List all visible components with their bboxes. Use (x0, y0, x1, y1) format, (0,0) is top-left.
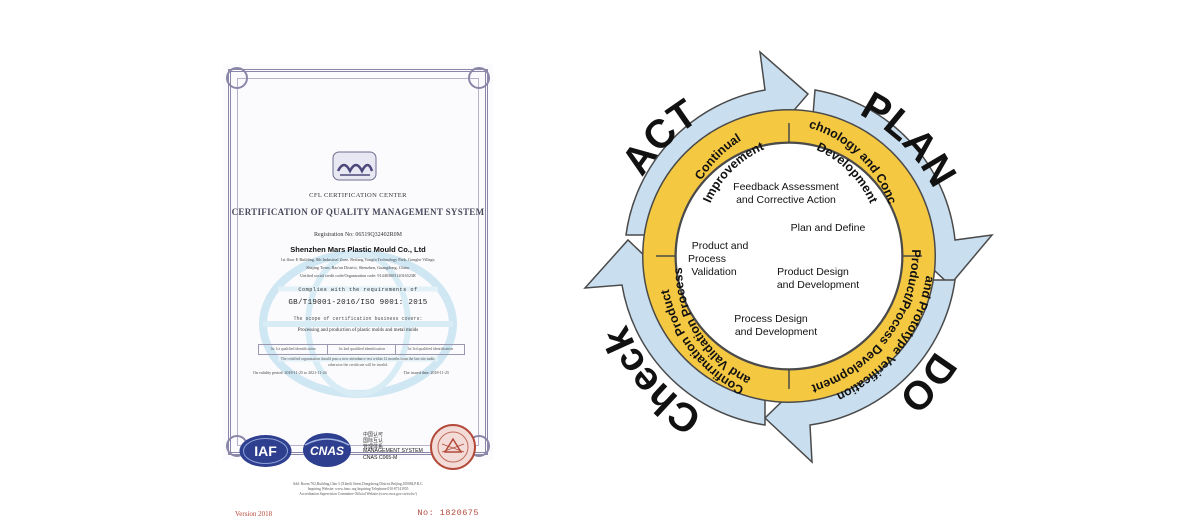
qualification-cell: 1st 3rd qualified identification (407, 347, 454, 351)
cnas-chinese-line: 管理体系 (363, 445, 384, 450)
red-seal-stamp (430, 424, 476, 470)
process-design-line: and Development (735, 326, 817, 338)
corner-ornament (468, 67, 490, 89)
scope-label: The scope of certification business cove… (293, 316, 423, 322)
quality-certificate: CFL CERTIFICATION CENTER CERTIFICATION O… (223, 64, 493, 518)
address-line: 1st floor E Building, 8th Industrial Zon… (280, 257, 436, 262)
cnas-ms-line: CNAS C065-M (363, 454, 398, 461)
cnas-chinese-line: 国际互认 (363, 439, 384, 444)
process-design-line: Process Design (734, 313, 808, 325)
product-design-line: and Development (777, 279, 859, 291)
company-name: Shenzhen Mars Plastic Mould Co., Ltd (290, 245, 426, 254)
feedback-assessment-line: Feedback Assessment (733, 181, 839, 193)
cnas-logo-text: CNAS (310, 444, 344, 458)
feedback-assessment-line: and Corrective Action (736, 194, 836, 206)
validity-period: On validity period: 2018-11-25 to 2021-1… (253, 370, 327, 375)
certificate-title: CERTIFICATION OF QUALITY MANAGEMENT SYST… (231, 207, 485, 217)
address-line: Shajing Town, Bao'an District, Shenzhen,… (306, 265, 410, 270)
iaf-logo: IAF (239, 435, 292, 467)
scope-text: Processing and production of plastic mol… (297, 328, 419, 333)
product-process-validation-line: Process (688, 253, 726, 265)
certificate-note: otherwise the certificate will be invali… (327, 363, 389, 367)
certificate-note: The certified organization should pass a… (280, 357, 436, 361)
cnas-ms-line: MANAGEMENT SYSTEM (363, 448, 423, 454)
cnas-chinese-line: 中国认可 (363, 433, 384, 438)
iaf-logo-text: IAF (254, 443, 277, 459)
cnas-management-system: MANAGEMENT SYSTEM CNAS C065-M (363, 448, 423, 461)
cnas-chinese-label: 中国认可 国际互认 管理体系 (363, 433, 383, 451)
certificate-outer-border (228, 69, 488, 455)
qualification-cell: 1st 1st qualified identification (259, 345, 328, 354)
certification-center-logo (332, 151, 377, 181)
plan-and-define: Plan and Define (791, 222, 866, 234)
certificate-version: Version 2018 (235, 510, 273, 518)
certificate-inner-border (237, 78, 479, 446)
corner-ornament (226, 67, 248, 89)
cnas-logo: CNAS (303, 433, 351, 467)
product-design-line: Product Design (777, 266, 849, 278)
product-process-validation-line: Validation (691, 266, 736, 278)
standard-name: GB/T19001-2016/ISO 9001: 2015 (288, 299, 428, 307)
complies-statement: Complies with the requirements of (298, 287, 418, 293)
qualification-cell: 1st 2nd qualified identification (328, 345, 397, 354)
product-process-validation-line: Product and (692, 240, 749, 252)
certificate-number: No: 1820675 (417, 508, 479, 518)
qualification-table: 1st 1st qualified identification 1st 2nd… (258, 344, 465, 355)
globe-watermark (259, 250, 457, 398)
address-line: Unified social credit code/Organization … (300, 273, 416, 278)
footer-line: Inquiring Website: www.fcmc.org Inquirin… (307, 487, 409, 491)
pdca-cycle-diagram: ACT PLAN DO Check Technology and Concept… (556, 19, 1020, 480)
footer-line: Accreditation Supervision Committee Offi… (299, 492, 417, 496)
issued-date: The issued date: 2018-11-25 (403, 370, 449, 375)
registration-number: Registration No: 06519Q32402R0M (314, 232, 402, 238)
footer-line: Add: Room 702,Building,Chin 5 (Xibeili S… (292, 482, 424, 486)
certification-center-name: CFL CERTIFICATION CENTER (309, 192, 407, 199)
